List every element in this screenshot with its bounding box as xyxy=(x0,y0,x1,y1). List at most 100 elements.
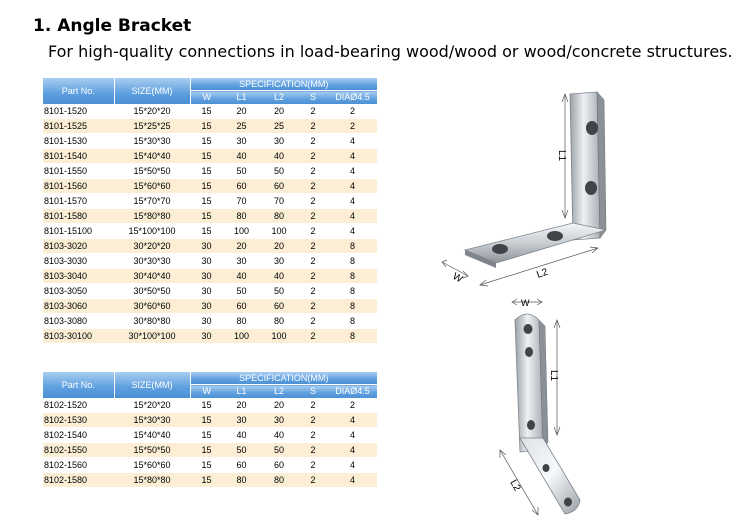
cell-dia: 4 xyxy=(328,223,377,239)
cell-s: 2 xyxy=(298,283,328,299)
cell-size: 15*20*20 xyxy=(114,398,190,413)
cell-s: 2 xyxy=(298,398,328,413)
cell-w: 30 xyxy=(190,283,223,299)
cell-w: 15 xyxy=(190,442,223,458)
cell-s: 2 xyxy=(298,328,328,344)
cell-s: 2 xyxy=(298,208,328,224)
cell-l2: 70 xyxy=(260,193,298,209)
cell-w: 15 xyxy=(190,208,223,224)
cell-l2: 20 xyxy=(260,104,298,119)
cell-l2: 50 xyxy=(260,283,298,299)
cell-part-no: 8101-1525 xyxy=(43,118,114,134)
cell-part-no: 8101-1520 xyxy=(43,104,114,119)
cell-dia: 8 xyxy=(328,313,377,329)
bracket-illustration: L1 L2 W W L1 xyxy=(441,91,607,516)
cell-size: 30*30*30 xyxy=(114,253,190,269)
cell-w: 15 xyxy=(190,412,223,428)
cell-part-no: 8103-30100 xyxy=(43,328,114,344)
cell-dia: 2 xyxy=(328,118,377,134)
cell-s: 2 xyxy=(298,163,328,179)
cell-s: 2 xyxy=(298,223,328,239)
cell-l2: 40 xyxy=(260,268,298,284)
cell-s: 2 xyxy=(298,148,328,164)
cell-s: 2 xyxy=(298,253,328,269)
cell-l1: 30 xyxy=(223,253,260,269)
cell-size: 15*40*40 xyxy=(114,427,190,443)
cell-w: 30 xyxy=(190,268,223,284)
cell-part-no: 8103-3020 xyxy=(43,238,114,254)
cell-s: 2 xyxy=(298,457,328,473)
header-size: SIZE(MM) xyxy=(114,78,191,104)
cell-s: 2 xyxy=(298,268,328,284)
cell-size: 30*80*80 xyxy=(114,313,190,329)
cell-s: 2 xyxy=(298,412,328,428)
cell-l1: 50 xyxy=(223,163,260,179)
header-w: W xyxy=(190,384,223,398)
cell-s: 2 xyxy=(298,104,328,119)
header-s: S xyxy=(298,384,328,398)
rounded-bracket-drawing: W L1 L2 xyxy=(499,298,581,516)
cell-dia: 4 xyxy=(328,178,377,194)
header-l1: L1 xyxy=(223,384,260,398)
cell-size: 15*70*70 xyxy=(114,193,190,209)
cell-w: 30 xyxy=(190,328,223,344)
cell-w: 15 xyxy=(190,472,223,488)
cell-dia: 4 xyxy=(328,163,377,179)
cell-l2: 60 xyxy=(260,457,298,473)
cell-w: 15 xyxy=(190,163,223,179)
cell-l1: 50 xyxy=(223,442,260,458)
cell-size: 30*20*20 xyxy=(114,238,190,254)
cell-l1: 25 xyxy=(223,118,260,134)
cell-size: 15*30*30 xyxy=(114,133,190,149)
cell-s: 2 xyxy=(298,298,328,314)
cell-s: 2 xyxy=(298,313,328,329)
cell-part-no: 8101-15100 xyxy=(43,223,114,239)
cell-l2: 25 xyxy=(260,118,298,134)
cell-part-no: 8101-1560 xyxy=(43,178,114,194)
header-dia: DIAØ4.5 xyxy=(328,90,377,104)
cell-dia: 8 xyxy=(328,268,377,284)
cell-part-no: 8101-1530 xyxy=(43,133,114,149)
cell-l1: 50 xyxy=(223,283,260,299)
cell-l1: 80 xyxy=(223,208,260,224)
cell-size: 15*25*25 xyxy=(114,118,190,134)
cell-size: 15*60*60 xyxy=(114,457,190,473)
cell-size: 15*50*50 xyxy=(114,442,190,458)
cell-part-no: 8102-1560 xyxy=(43,457,114,473)
cell-s: 2 xyxy=(298,193,328,209)
cell-part-no: 8101-1580 xyxy=(43,208,114,224)
cell-l2: 60 xyxy=(260,298,298,314)
cell-l1: 70 xyxy=(223,193,260,209)
cell-part-no: 8103-3040 xyxy=(43,268,114,284)
cell-l2: 100 xyxy=(260,328,298,344)
cell-w: 15 xyxy=(190,133,223,149)
cell-l1: 80 xyxy=(223,472,260,488)
top-bracket-label-l1: L1 xyxy=(556,150,567,162)
cell-dia: 4 xyxy=(328,148,377,164)
cell-l2: 20 xyxy=(260,238,298,254)
cell-dia: 4 xyxy=(328,208,377,224)
cell-l2: 20 xyxy=(260,398,298,413)
cell-size: 15*60*60 xyxy=(114,178,190,194)
cell-w: 15 xyxy=(190,148,223,164)
cell-w: 30 xyxy=(190,253,223,269)
cell-dia: 4 xyxy=(328,133,377,149)
cell-s: 2 xyxy=(298,133,328,149)
header-w: W xyxy=(190,90,223,104)
cell-dia: 8 xyxy=(328,298,377,314)
cell-size: 15*40*40 xyxy=(114,148,190,164)
cell-size: 30*100*100 xyxy=(114,328,190,344)
cell-size: 15*30*30 xyxy=(114,412,190,428)
